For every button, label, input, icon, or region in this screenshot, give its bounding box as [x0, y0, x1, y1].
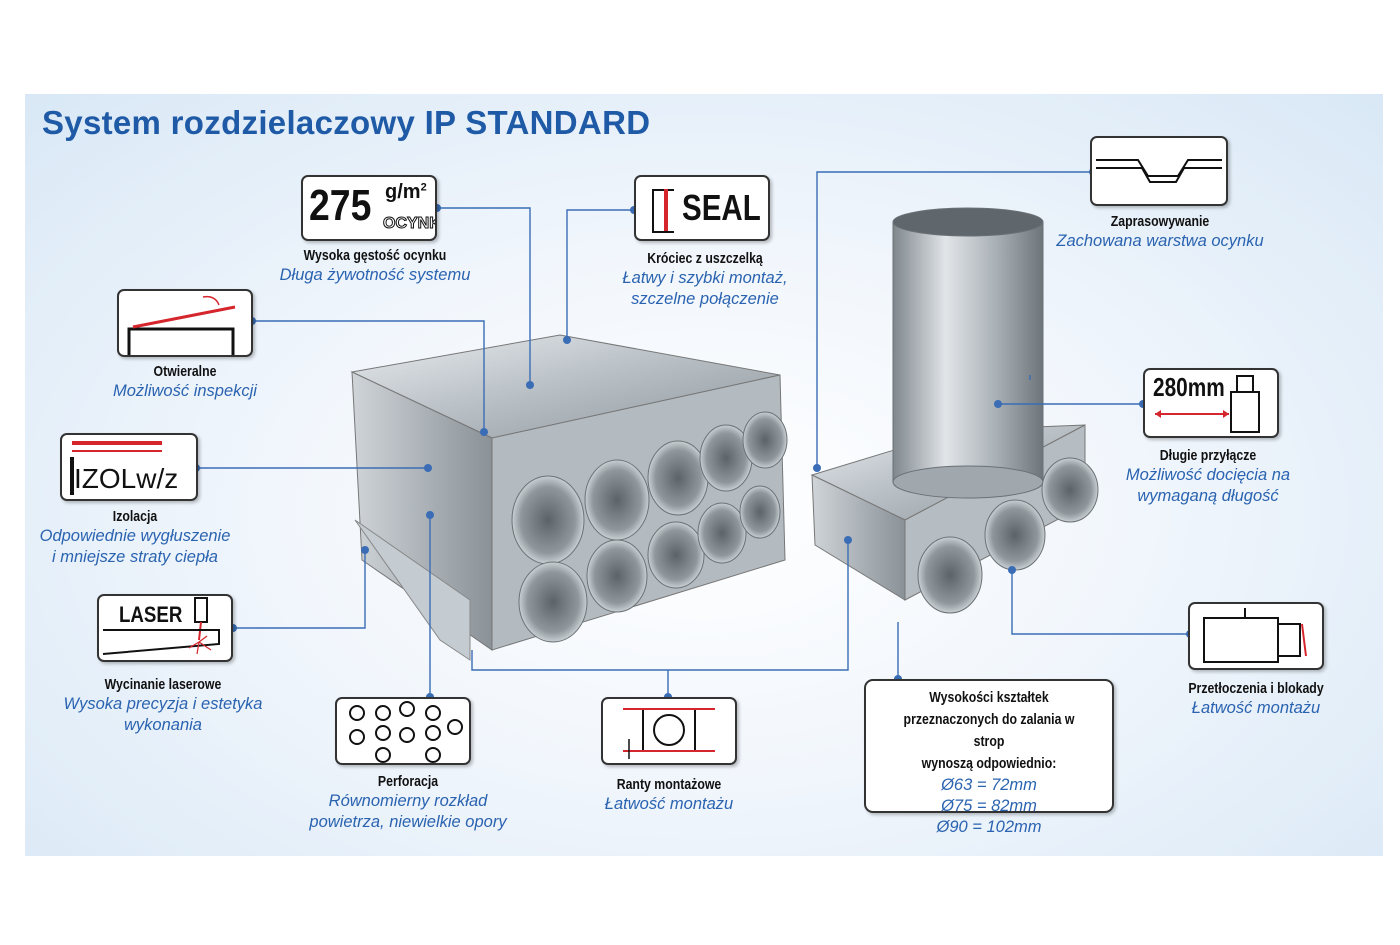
perforacja-icon: [335, 697, 471, 765]
izolacja-heading: Izolacja: [112, 508, 158, 525]
laser-icon: LASER: [97, 594, 233, 662]
seal-bracket-icon: [652, 189, 674, 233]
przylacze-heading: Długie przyłącze: [1159, 447, 1257, 464]
przetloczenia-sub: Łatwość montażu: [1191, 699, 1321, 717]
otwieralne-icon: [117, 289, 253, 357]
ocynk-value: 275: [309, 181, 372, 230]
ocynk-heading: Wysoka gęstość ocynku: [303, 247, 447, 264]
ranty-sub: Łatwość montażu: [604, 795, 734, 813]
laser-sub-2: wykonania: [124, 716, 202, 734]
heights-heading-3: wynoszą odpowiednio:: [921, 755, 1057, 772]
heights-box: Wysokości kształtek przeznaczonych do za…: [864, 679, 1114, 836]
ocynk-word: OCYNK: [383, 215, 437, 233]
height-90: Ø90 = 102mm: [936, 818, 1042, 836]
perforation-holes-icon: [349, 701, 463, 763]
mounting-flange-icon: [623, 708, 715, 759]
perforacja-heading: Perforacja: [377, 773, 439, 790]
label-perforacja: Perforacja Równomierny rozkład powietrza…: [283, 772, 533, 833]
label-przetloczenia: Przetłoczenia i blokady Łatwość montażu: [1136, 679, 1376, 719]
seal-sub-1: Łatwy i szybki montaż,: [622, 269, 788, 287]
laser-cut-icon: [102, 597, 220, 655]
zaprasowywanie-heading: Zaprasowywanie: [1110, 213, 1210, 230]
label-seal: Króciec z uszczelką Łatwy i szybki monta…: [580, 249, 830, 310]
label-ocynk: Wysoka gęstość ocynku Długa żywotność sy…: [250, 246, 500, 286]
otwieralne-sub: Możliwość inspekcji: [113, 382, 257, 400]
przylacze-word: 280mm: [1153, 372, 1225, 402]
leader-lines: [196, 171, 1190, 697]
laser-sub-1: Wysoka precyzja i estetyka: [63, 695, 263, 713]
page-title: System rozdzielaczowy IP STANDARD: [42, 104, 651, 141]
heights-heading-2: przeznaczonych do zalania w strop: [903, 711, 1075, 750]
lid-open-icon: [127, 295, 236, 355]
przylacze-sub-1: Możliwość docięcia na: [1125, 466, 1291, 484]
height-75: Ø75 = 82mm: [941, 797, 1037, 815]
lock-embossing-icon: [1203, 608, 1307, 663]
label-przylacze: Długie przyłącze Możliwość docięcia na w…: [1088, 446, 1328, 507]
przetloczenia-icon: [1188, 602, 1324, 670]
label-otwieralne: Otwieralne Możliwość inspekcji: [70, 362, 300, 402]
seal-gasket-icon: [664, 189, 668, 231]
izolacja-word: IZOLw/z: [74, 463, 179, 494]
insulation-wall-icon: [70, 457, 74, 495]
ranty-heading: Ranty montażowe: [616, 776, 722, 793]
ocynk-icon: 275 g/m2 OCYNK: [301, 175, 437, 241]
ocynk-unit: g/m2: [385, 181, 427, 203]
distributor: [810, 207, 1099, 614]
otwieralne-heading: Otwieralne: [153, 363, 217, 380]
pipe-length-icon: [1155, 375, 1260, 433]
izolacja-icon: IZOLw/z: [60, 433, 198, 501]
izolacja-sub-2: i mniejsze straty ciepła: [52, 548, 218, 566]
label-ranty: Ranty montażowe Łatwość montażu: [549, 775, 789, 815]
label-laser: Wycinanie laserowe Wysoka precyzja i est…: [38, 675, 288, 736]
perforacja-sub-2: powietrza, niewielkie opory: [309, 813, 507, 831]
laser-heading: Wycinanie laserowe: [104, 676, 222, 693]
przetloczenia-heading: Przetłoczenia i blokady: [1188, 680, 1324, 697]
label-izolacja: Izolacja Odpowiednie wygłuszenie i mniej…: [20, 507, 250, 568]
seal-heading: Króciec z uszczelką: [647, 250, 763, 267]
manifold-box: [350, 334, 788, 661]
izolacja-sub-1: Odpowiednie wygłuszenie: [39, 527, 231, 545]
ranty-icon: [601, 697, 737, 765]
przylacze-sub-2: wymaganą długość: [1137, 487, 1279, 505]
fold-profile-icon: [1096, 159, 1222, 183]
ocynk-sub: Długa żywotność systemu: [279, 266, 471, 284]
insulation-layer-icon-2: [72, 450, 162, 452]
height-63: Ø63 = 72mm: [941, 776, 1037, 794]
label-zaprasowywanie: Zaprasowywanie Zachowana warstwa ocynku: [1040, 212, 1280, 252]
seal-icon: SEAL: [634, 175, 770, 241]
seal-sub-2: szczelne połączenie: [631, 290, 779, 308]
zaprasowywanie-icon: [1090, 136, 1228, 206]
laser-word: LASER: [119, 602, 183, 627]
przylacze-icon: 280mm: [1143, 368, 1279, 438]
seal-word: SEAL: [682, 187, 761, 228]
insulation-layer-icon: [72, 441, 162, 445]
perforacja-sub-1: Równomierny rozkład: [328, 792, 488, 810]
box-outlets: [511, 411, 788, 643]
zaprasowywanie-sub: Zachowana warstwa ocynku: [1056, 232, 1264, 250]
heights-heading-1: Wysokości kształtek: [929, 689, 1049, 706]
